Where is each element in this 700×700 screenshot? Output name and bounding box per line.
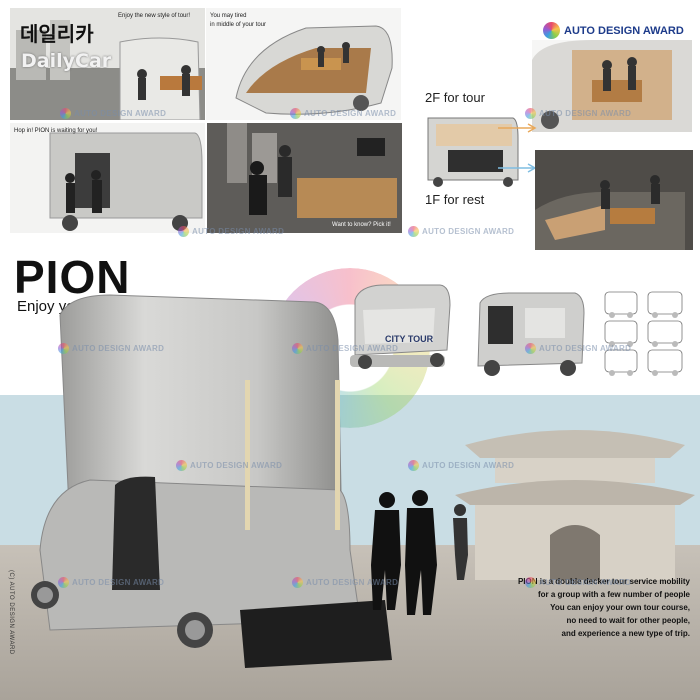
hero-title: PION [14, 251, 131, 303]
panel-2-illustration [206, 8, 401, 120]
story-panel-1: Enjoy the new style of tour! [10, 8, 205, 120]
watermark-text: AUTO DESIGN AWARD [422, 461, 515, 470]
panel-3-caption: Hop in! PION is waiting for you! [14, 128, 98, 134]
gate-building-illustration [455, 430, 695, 580]
description-line-5: and experience a new type of trip. [561, 629, 690, 638]
description-block: PION is a double decker tour service mob… [480, 575, 690, 640]
watermark-text: AUTO DESIGN AWARD [539, 578, 632, 587]
watermark-10: AUTO DESIGN AWARD [408, 460, 514, 471]
panel-3-illustration [49, 132, 203, 231]
watermark-ring-icon [60, 108, 71, 119]
watermark-text: AUTO DESIGN AWARD [190, 461, 283, 470]
interior-render-top [532, 40, 692, 132]
panel-4-caption: Want to know? Pick it! [332, 222, 391, 228]
interior-render-top-illustration [532, 40, 692, 132]
watermark-ring-icon [290, 108, 301, 119]
watermark-ring-icon [525, 577, 536, 588]
watermark-6: AUTO DESIGN AWARD [58, 343, 164, 354]
watermark-12: AUTO DESIGN AWARD [292, 577, 398, 588]
watermark-ring-icon [292, 343, 303, 354]
interior-render-bottom [535, 150, 693, 250]
watermark-11: AUTO DESIGN AWARD [58, 577, 164, 588]
interior-render-bottom-illustration [535, 150, 693, 250]
vehicle-render-side [477, 292, 585, 376]
floor-label-1f: 1F for rest [425, 192, 485, 207]
watermark-ring-icon [408, 460, 419, 471]
side-copyright-text: (C) AUTO DESIGN AWARD [8, 570, 14, 655]
watermark-text: AUTO DESIGN AWARD [72, 344, 165, 353]
watermark-ring-icon [525, 108, 536, 119]
vehicle-render-front: CITY TOUR [350, 284, 451, 369]
vehicle-sketch-grid [604, 291, 683, 376]
watermark-13: AUTO DESIGN AWARD [525, 577, 631, 588]
watermark-text: AUTO DESIGN AWARD [72, 578, 165, 587]
dailycar-logo-english: DailyCar [21, 50, 112, 72]
floor-arrows [498, 123, 537, 173]
watermark-text: AUTO DESIGN AWARD [304, 109, 397, 118]
watermark-ring-icon [58, 343, 69, 354]
watermark-text: AUTO DESIGN AWARD [539, 344, 632, 353]
watermark-text: AUTO DESIGN AWARD [306, 578, 399, 587]
watermark-ring-icon [178, 226, 189, 237]
floor-section-diagram [427, 117, 519, 187]
watermark-text: AUTO DESIGN AWARD [306, 344, 399, 353]
award-logo-text: AUTO DESIGN AWARD [564, 24, 684, 37]
watermark-5: AUTO DESIGN AWARD [408, 226, 514, 237]
watermark-text: AUTO DESIGN AWARD [192, 227, 285, 236]
floor-label-2f: 2F for tour [425, 90, 485, 105]
watermark-9: AUTO DESIGN AWARD [176, 460, 282, 471]
story-panel-2: You may tired in middle of your tour [206, 8, 401, 120]
dailycar-logo-korean: 데일리카 [20, 22, 94, 46]
watermark-1: AUTO DESIGN AWARD [60, 108, 166, 119]
story-panel-4: Want to know? Pick it! [207, 123, 402, 233]
description-line-4: no need to wait for other people, [566, 616, 690, 625]
people-silhouettes [371, 490, 468, 615]
watermark-ring-icon [58, 577, 69, 588]
description-line-3: You can enjoy your own tour course, [550, 603, 690, 612]
description-line-1: PION is a double decker tour service mob… [517, 577, 690, 586]
watermark-4: AUTO DESIGN AWARD [178, 226, 284, 237]
panel-2-caption-line1: You may tired [210, 13, 247, 19]
panel-1-illustration [10, 8, 205, 120]
city-tour-label: CITY TOUR [385, 334, 434, 344]
award-ring-icon [543, 22, 560, 39]
description-line-2: for a group with a few number of people [537, 590, 690, 599]
watermark-7: AUTO DESIGN AWARD [292, 343, 398, 354]
pion-vehicle-main [31, 294, 392, 668]
story-panel-3: Hop in! PION is waiting for you! [10, 123, 205, 233]
watermark-3: AUTO DESIGN AWARD [525, 108, 631, 119]
watermark-text: AUTO DESIGN AWARD [74, 109, 167, 118]
watermark-text: AUTO DESIGN AWARD [539, 109, 632, 118]
watermark-ring-icon [292, 577, 303, 588]
watermark-ring-icon [525, 343, 536, 354]
watermark-ring-icon [176, 460, 187, 471]
panel-2-caption-line2: in middle of your tour [210, 22, 267, 28]
watermark-8: AUTO DESIGN AWARD [525, 343, 631, 354]
panel-4-illustration [207, 123, 402, 233]
watermark-ring-icon [408, 226, 419, 237]
panel-1-caption: Enjoy the new style of tour! [118, 13, 191, 19]
watermark-2: AUTO DESIGN AWARD [290, 108, 396, 119]
watermark-text: AUTO DESIGN AWARD [422, 227, 515, 236]
award-logo: AUTO DESIGN AWARD [543, 22, 684, 39]
